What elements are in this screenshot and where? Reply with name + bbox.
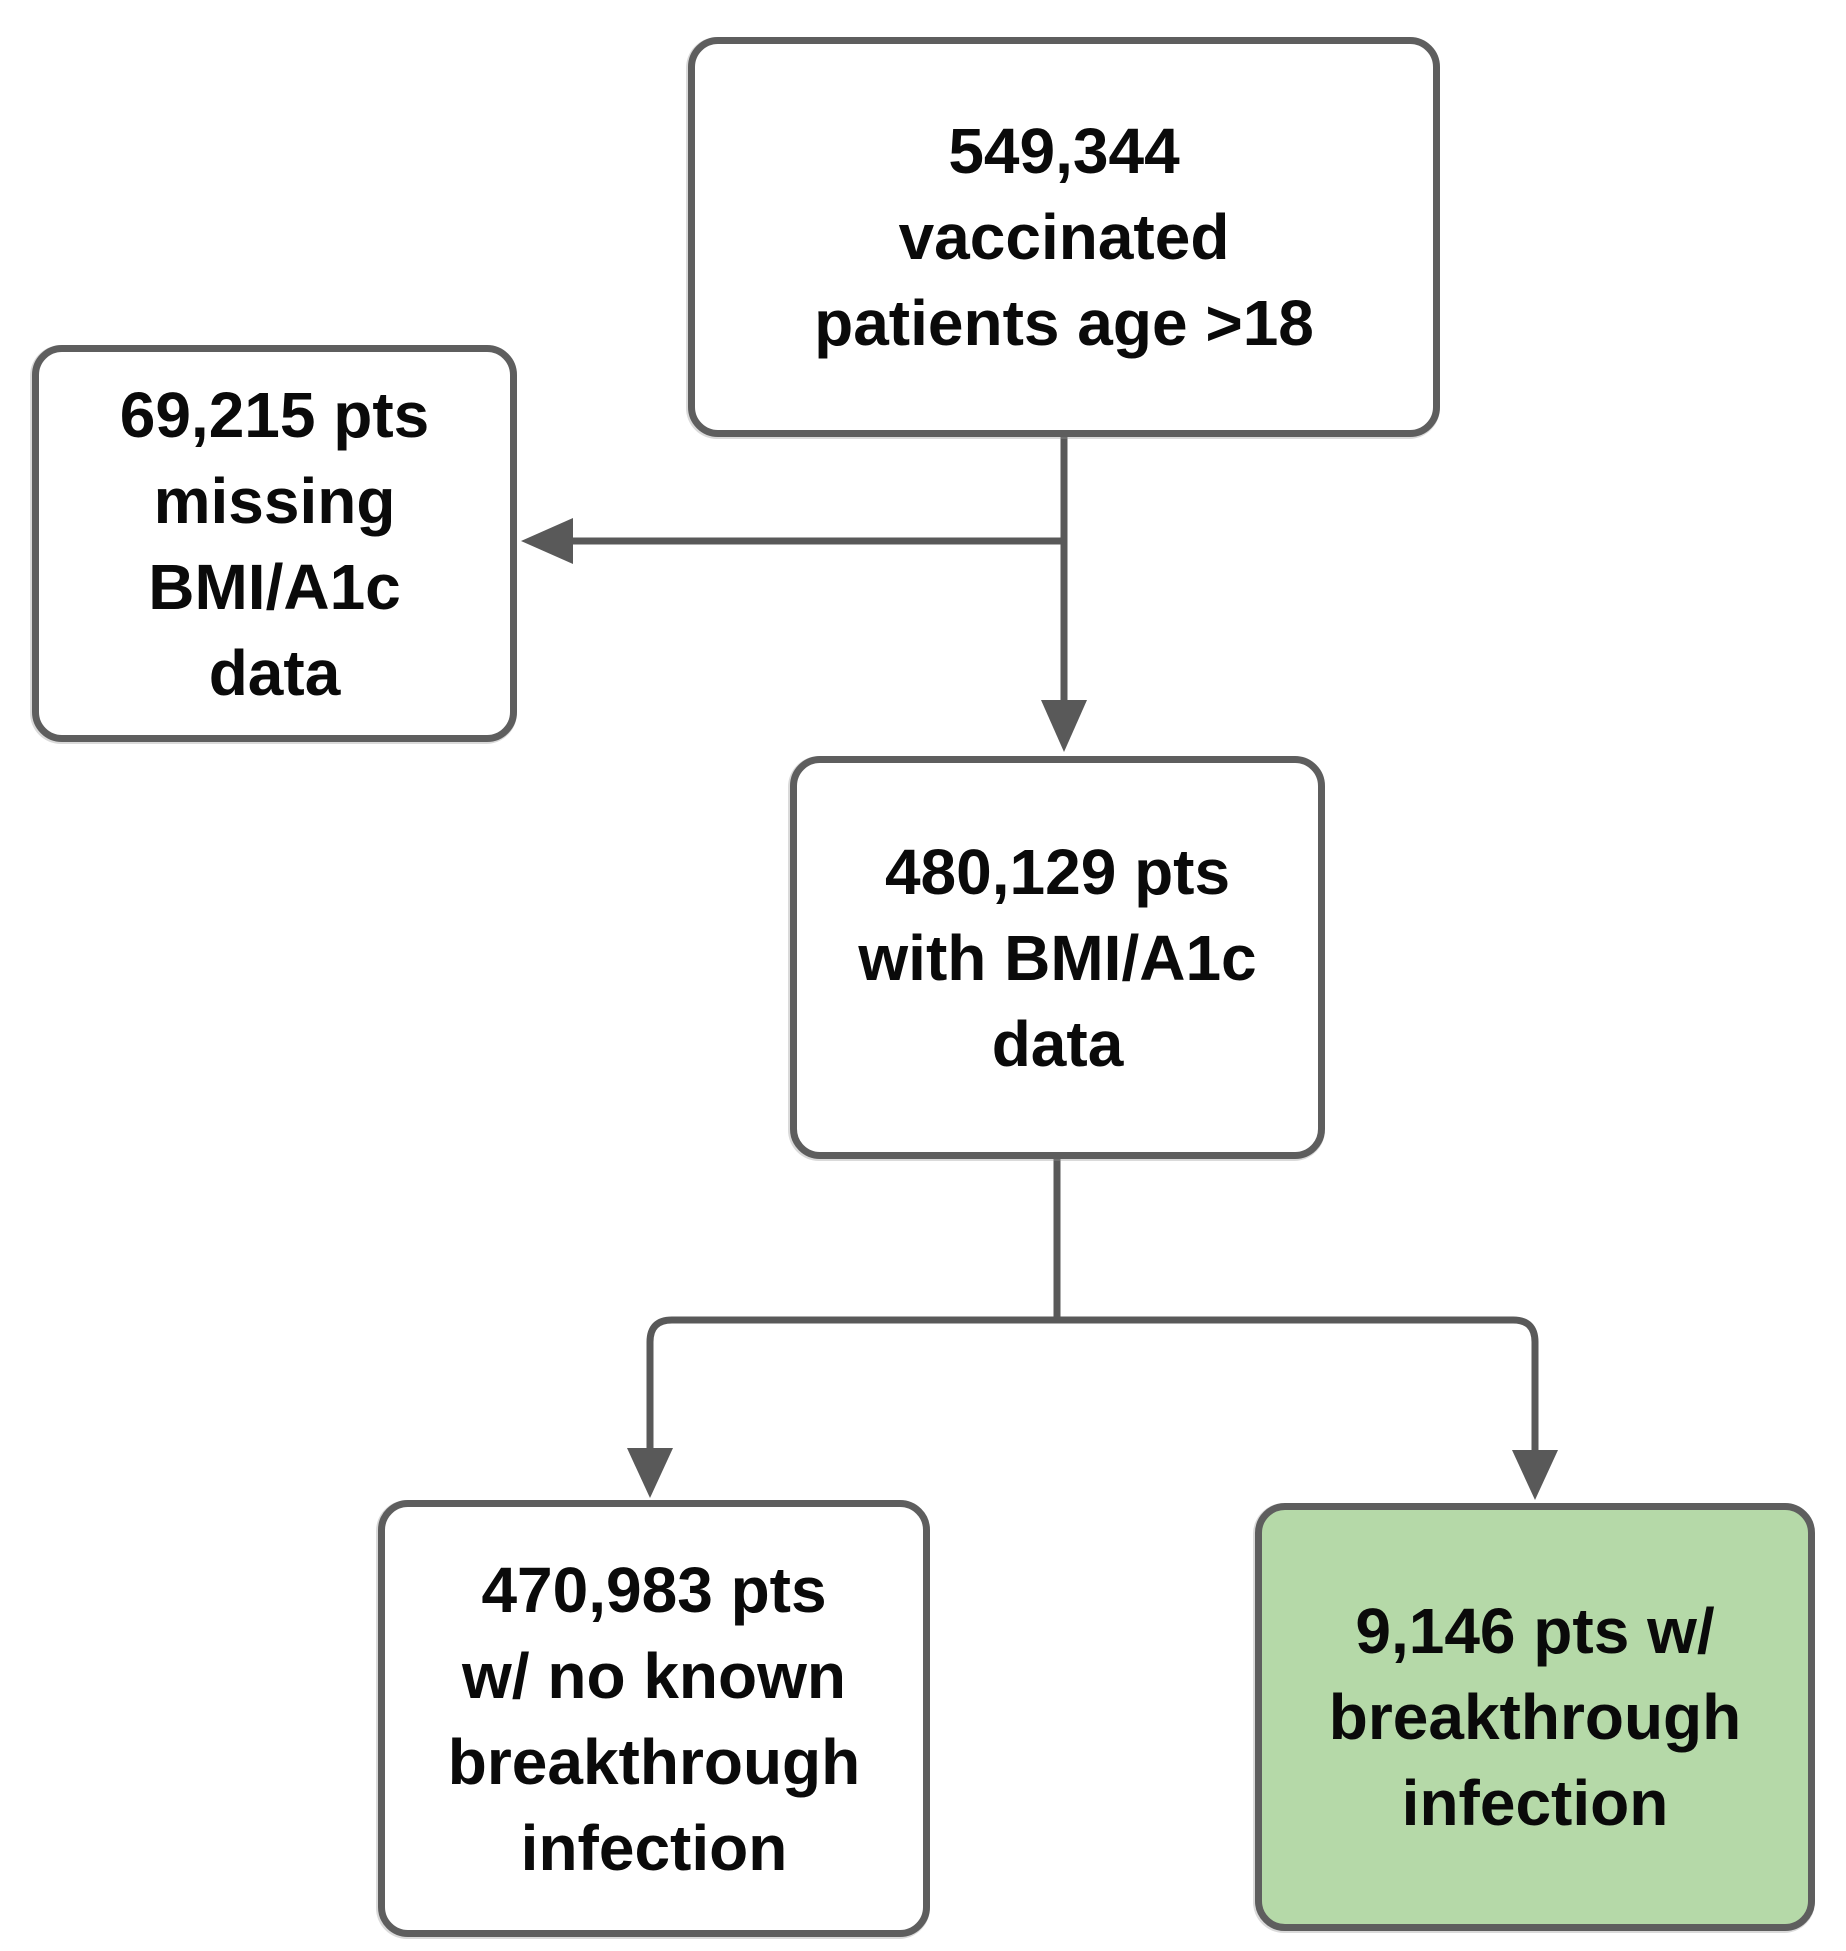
node-text-line: vaccinated (898, 201, 1230, 273)
node-text-line: 470,983 pts (481, 1553, 827, 1626)
node-total-vaccinated-patients: 549,344 vaccinated patients age >18 (688, 37, 1440, 437)
node-breakthrough-infection: 9,146 pts w/ breakthrough infection (1255, 1503, 1815, 1931)
node-text-line: breakthrough (447, 1725, 861, 1798)
node-text-line: patients age >18 (814, 287, 1314, 359)
node-text-line: data (991, 1007, 1124, 1080)
node-text-line: infection (520, 1811, 788, 1884)
node-text-line: w/ no known (462, 1639, 846, 1712)
node-text-line: infection (1401, 1767, 1669, 1839)
node-text-line: data (208, 636, 341, 709)
node-no-known-breakthrough-infection: 470,983 pts w/ no known breakthrough inf… (378, 1500, 930, 1937)
node-text-line: breakthrough (1328, 1681, 1742, 1753)
arrowhead-left-missing (521, 518, 573, 564)
node-text-line: 549,344 (948, 115, 1180, 187)
node-text-line: 480,129 pts (884, 835, 1231, 908)
node-text-line: missing (153, 464, 396, 537)
node-text-line: 69,215 pts (119, 378, 430, 451)
node-with-bmi-a1c-data: 480,129 pts with BMI/A1c data (790, 756, 1325, 1159)
node-text-line: BMI/A1c (148, 550, 401, 623)
arrowhead-down-breakthrough (1512, 1450, 1558, 1500)
branch-line (646, 1316, 1539, 1450)
node-missing-bmi-a1c-data: 69,215 pts missing BMI/A1c data (32, 345, 517, 742)
arrowhead-down-withdata (1041, 700, 1087, 752)
node-text-line: 9,146 pts w/ (1355, 1595, 1715, 1667)
node-text-line: with BMI/A1c (858, 921, 1257, 994)
arrowhead-down-nobreak (627, 1448, 673, 1498)
